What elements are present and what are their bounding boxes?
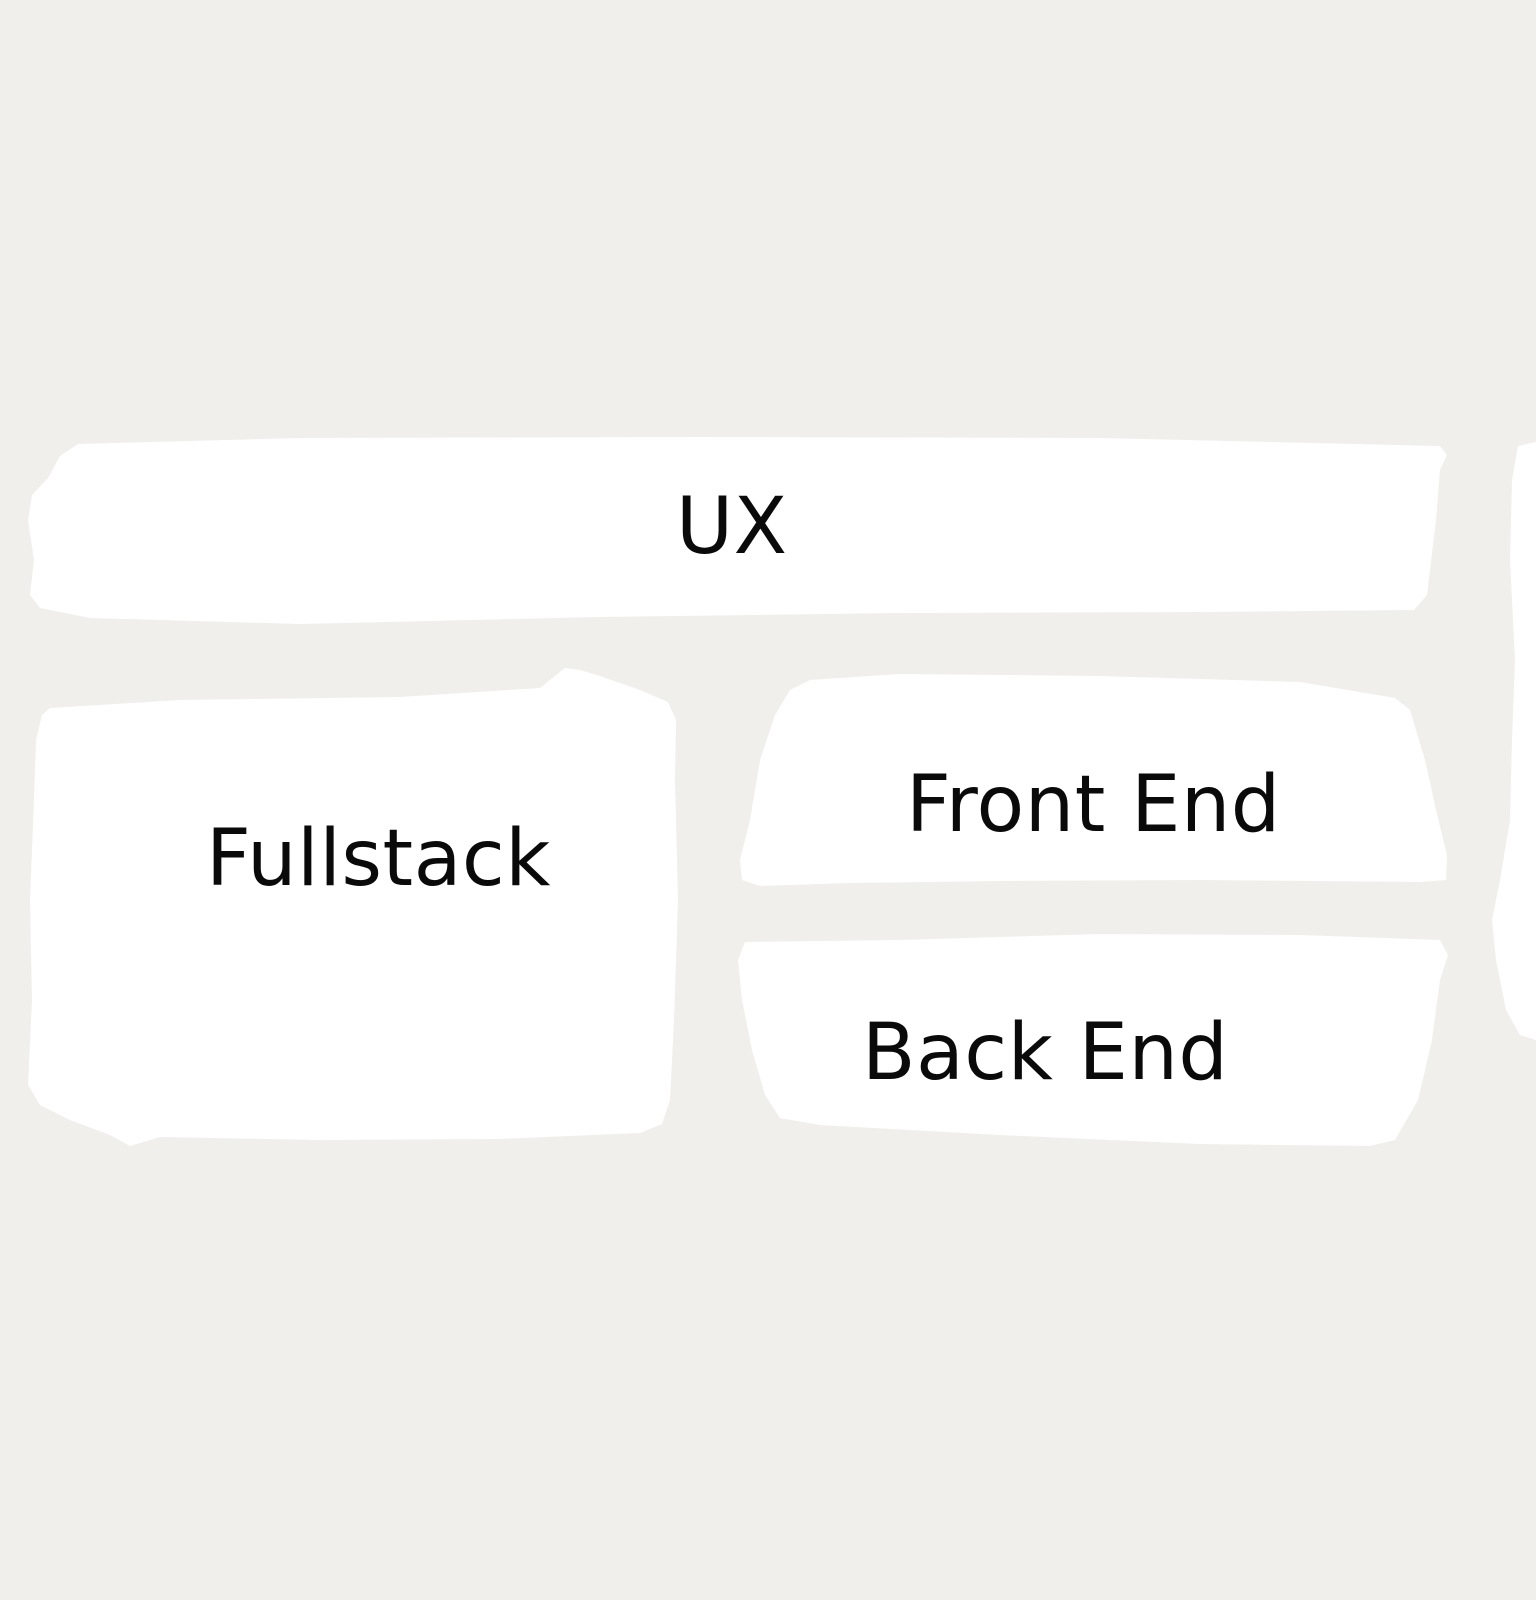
front-end-block-shape — [740, 674, 1447, 886]
back-end-block-shape — [738, 934, 1448, 1146]
ux-label: UX — [676, 482, 788, 572]
fullstack-label: Fullstack — [206, 814, 551, 904]
edge-brush-stroke — [1492, 442, 1536, 1040]
ux-block-shape — [28, 437, 1447, 624]
front-end-label: Front End — [906, 760, 1281, 850]
back-end-label: Back End — [862, 1008, 1229, 1098]
fullstack-block-shape — [28, 668, 678, 1146]
